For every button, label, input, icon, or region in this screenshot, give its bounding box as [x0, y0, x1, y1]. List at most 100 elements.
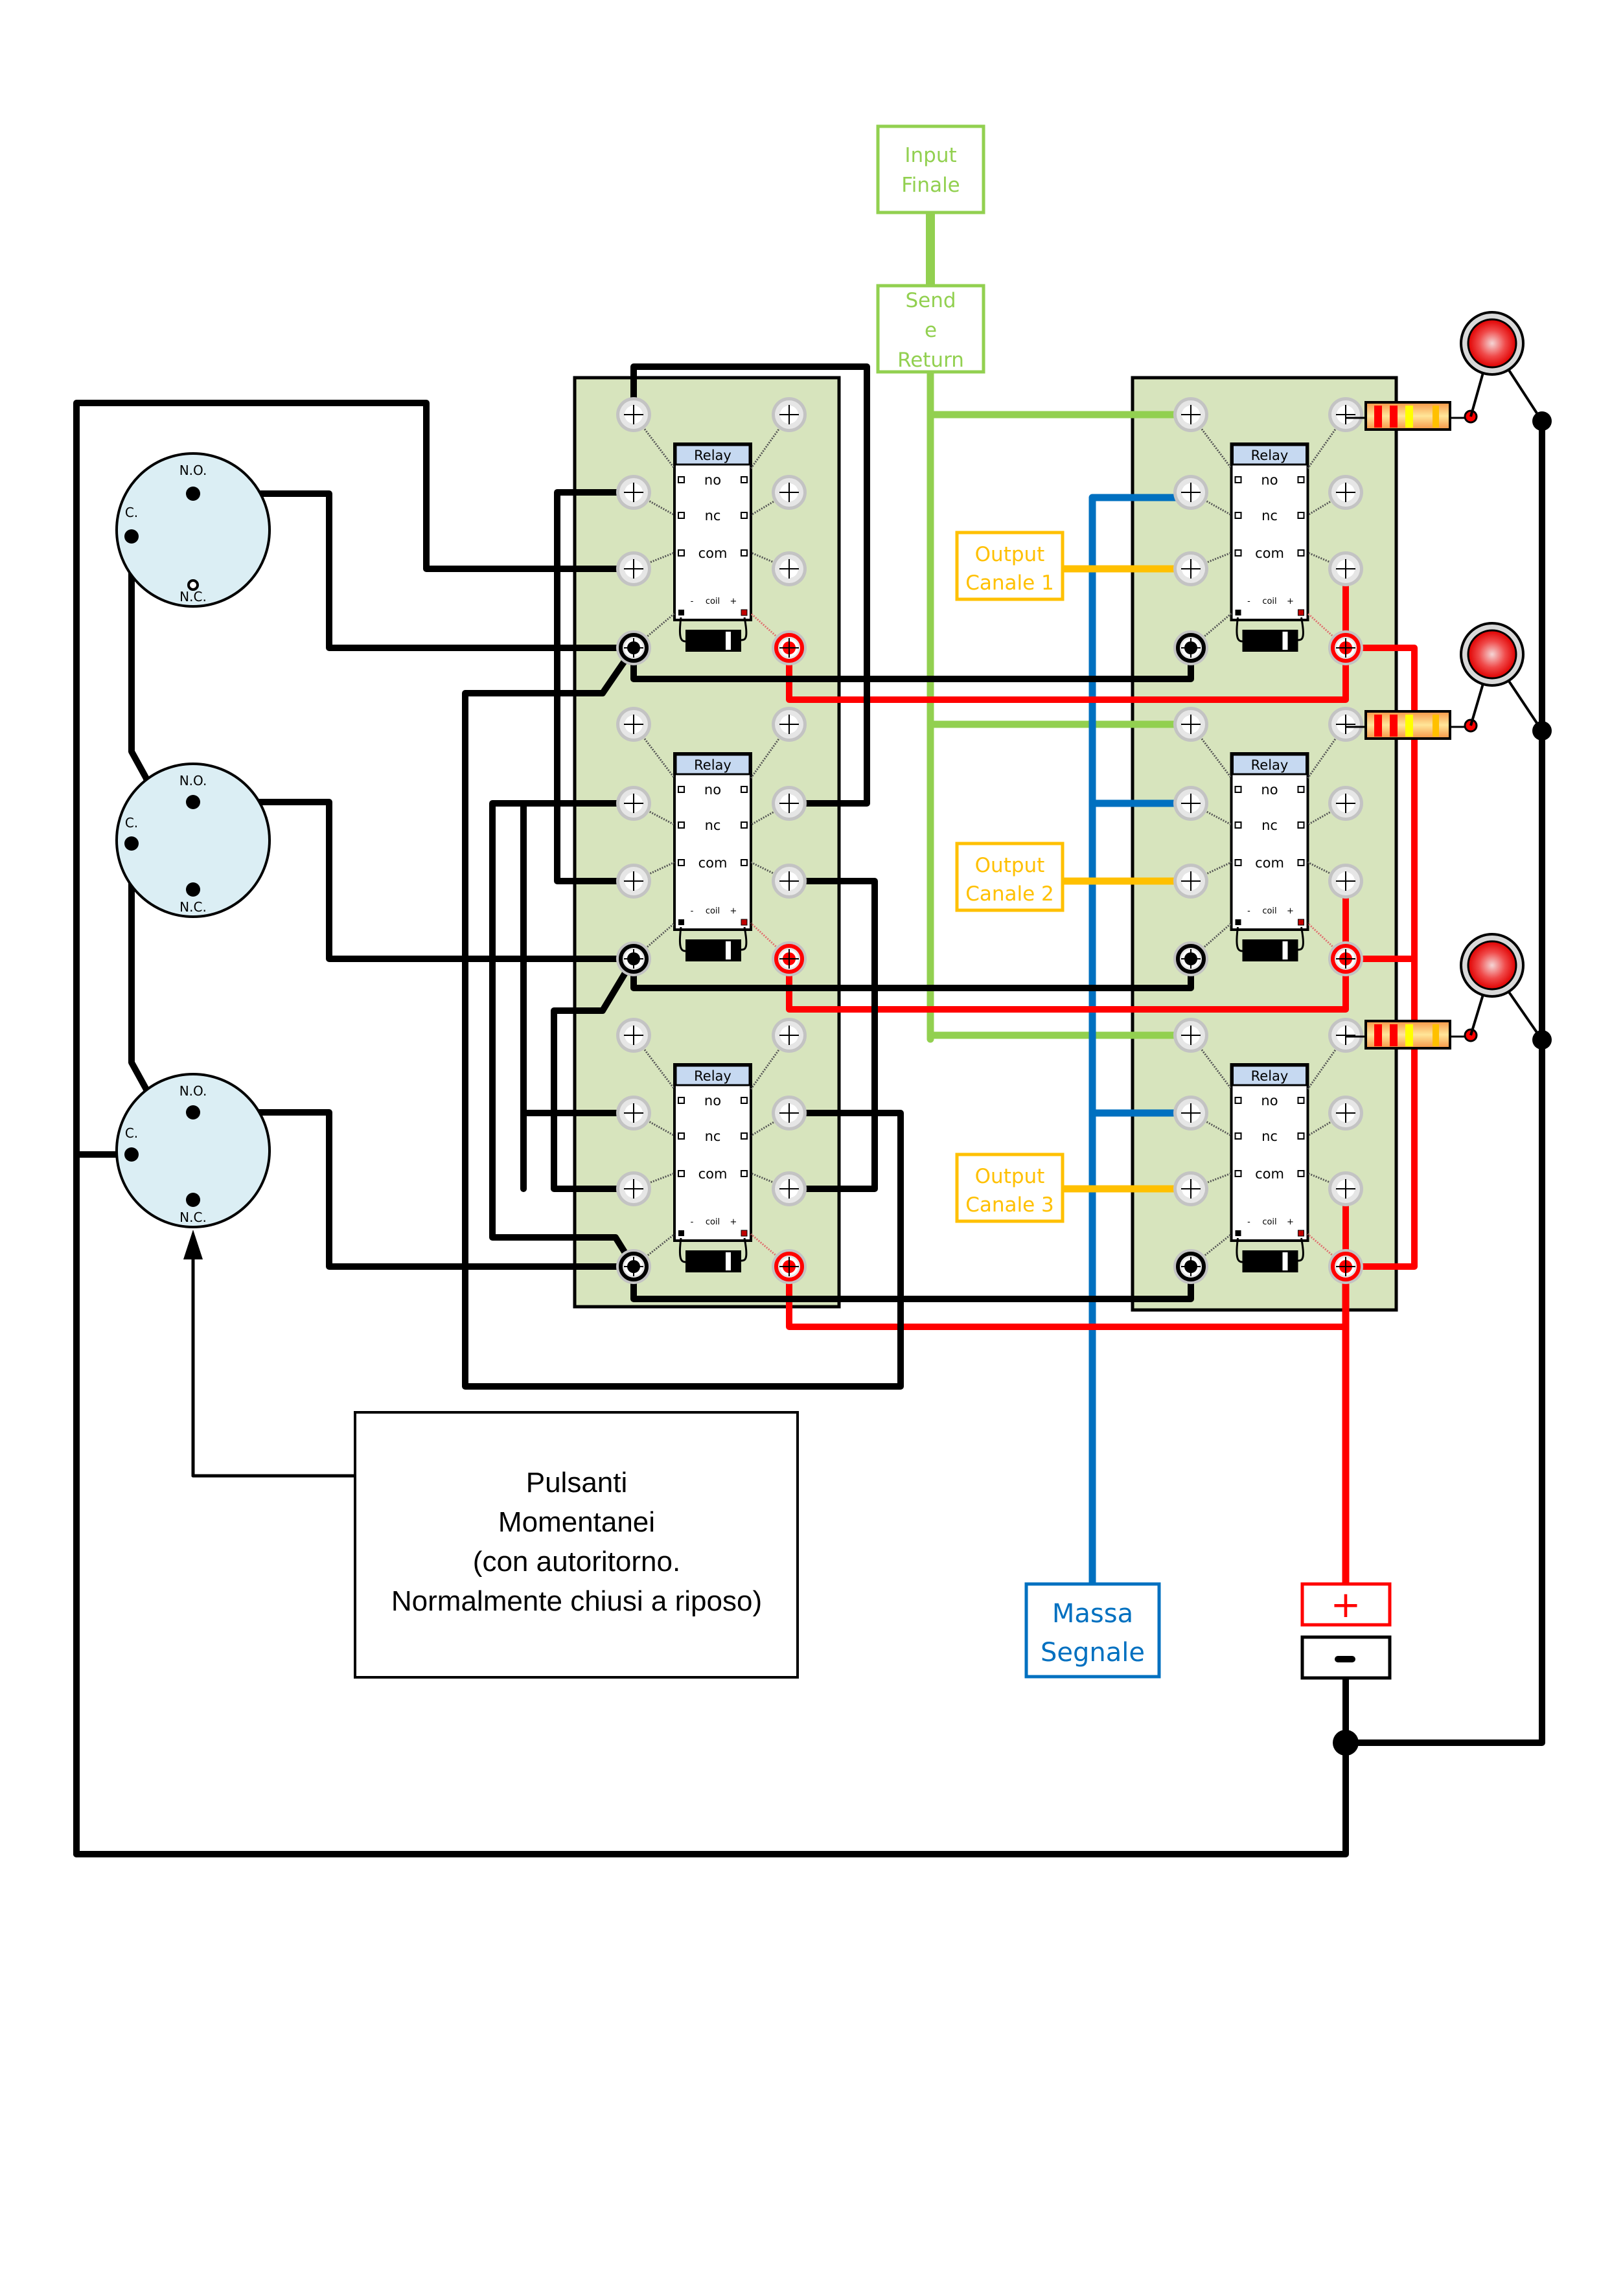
screw-terminal[interactable]: [1328, 1171, 1363, 1206]
screw-terminal[interactable]: [1173, 475, 1208, 510]
screw-terminal[interactable]: [772, 397, 807, 432]
screw-terminal[interactable]: [616, 1096, 651, 1131]
screw-terminal[interactable]: [1173, 1171, 1208, 1206]
screw-terminal[interactable]: [616, 1171, 651, 1206]
coil-minus-label: -: [691, 906, 694, 916]
terminal-black-ring: [1176, 944, 1206, 974]
output-canale-3-label-box: [955, 1153, 1065, 1223]
screw-terminal[interactable]: [1328, 1018, 1363, 1053]
screw-terminal[interactable]: [772, 1018, 807, 1053]
coil-plus-label: +: [1287, 597, 1294, 606]
led-leg: [1469, 681, 1485, 726]
flyback-diode: [1242, 1250, 1298, 1272]
screw-terminal[interactable]: [1328, 551, 1363, 586]
screw-terminal[interactable]: [772, 1171, 807, 1206]
relay-pin-pad-right: [1297, 549, 1305, 557]
coil-negative-terminal[interactable]: [1173, 1249, 1208, 1284]
screw-terminal[interactable]: [1328, 475, 1363, 510]
screw-terminal[interactable]: [1328, 397, 1363, 432]
resistor-band: [1405, 406, 1413, 428]
wire-coil-plus: [786, 956, 1349, 1013]
coil-positive-terminal[interactable]: [1328, 1249, 1363, 1284]
pulsanti-note-line: Pulsanti: [526, 1467, 628, 1498]
relay-pin-pad-left: [678, 476, 685, 483]
switch-2[interactable]: N.O.C.N.C.: [115, 763, 271, 918]
relay-lead: [750, 861, 790, 882]
screw-terminal[interactable]: [772, 707, 807, 742]
screw-terminal[interactable]: [1328, 1096, 1363, 1131]
led-leg: [1507, 990, 1543, 1041]
coil-positive-terminal[interactable]: [772, 630, 807, 665]
led-leg: [1469, 370, 1485, 417]
relay-pin-com: com: [698, 545, 728, 561]
send-return-label-line: Return: [897, 349, 964, 372]
screw-terminal[interactable]: [1173, 1096, 1208, 1131]
screw-terminal[interactable]: [616, 786, 651, 821]
diode-lead: [741, 1237, 748, 1262]
coil-negative-terminal[interactable]: [616, 1249, 651, 1284]
flyback-diode: [685, 630, 741, 652]
coil-positive-terminal[interactable]: [1328, 630, 1363, 665]
coil-positive-terminal[interactable]: [772, 941, 807, 976]
wire-coil-minus-feed: [462, 645, 904, 1390]
arrow-up-icon: [183, 1230, 203, 1259]
screw-terminal[interactable]: [616, 707, 651, 742]
coil-negative-terminal[interactable]: [616, 941, 651, 976]
output-canale-3-label-line: Output: [975, 1165, 1045, 1188]
screw-terminal[interactable]: [772, 475, 807, 510]
output-canale-2-label-line: Canale 2: [965, 882, 1054, 906]
screw-terminal[interactable]: [1173, 864, 1208, 899]
screw-terminal[interactable]: [616, 1018, 651, 1053]
resistor-band: [1390, 406, 1398, 428]
coil-positive-terminal[interactable]: [772, 1249, 807, 1284]
screw-terminal[interactable]: [616, 397, 651, 432]
screw-terminal[interactable]: [772, 551, 807, 586]
coil-minus-pad: [678, 919, 684, 925]
output-canale-2-label-box: [955, 842, 1065, 912]
relay-pin-pad-left: [1234, 1170, 1242, 1177]
resistor-band: [1405, 715, 1413, 737]
relay-pin-pad-left: [678, 859, 685, 866]
relay-pin-pad-left: [678, 512, 685, 519]
screw-terminal[interactable]: [1328, 864, 1363, 899]
junction-dot: [1333, 1730, 1359, 1756]
screw-terminal[interactable]: [1173, 786, 1208, 821]
screw-terminal[interactable]: [1328, 786, 1363, 821]
screw-terminal[interactable]: [772, 1096, 807, 1131]
pulsanti-note-line: Momentanei: [498, 1506, 655, 1538]
switch-3[interactable]: N.O.C.N.C.: [115, 1073, 271, 1228]
screw-terminal[interactable]: [1328, 707, 1363, 742]
screw-terminal[interactable]: [772, 864, 807, 899]
coil-label: coil: [1262, 906, 1276, 916]
switch-c-contact: [124, 836, 139, 851]
send-return-label-line: e: [925, 319, 937, 342]
wire-common-loop: [73, 400, 637, 1857]
relay-pin-no: no: [704, 782, 721, 798]
resistor-band: [1433, 715, 1439, 737]
screw-terminal[interactable]: [616, 864, 651, 899]
screw-terminal[interactable]: [1173, 397, 1208, 432]
screw-terminal[interactable]: [1173, 707, 1208, 742]
coil-negative-terminal[interactable]: [1173, 941, 1208, 976]
flyback-diode: [685, 939, 741, 961]
switch-1[interactable]: N.O.C.N.C.: [115, 452, 271, 608]
terminal-black-ring: [1176, 1252, 1206, 1281]
coil-negative-terminal[interactable]: [1173, 630, 1208, 665]
relay-pin-pad-left: [1234, 1097, 1242, 1104]
coil-plus-label: +: [730, 906, 737, 916]
resistor-band: [1390, 1024, 1398, 1046]
relay-pin-com: com: [698, 855, 728, 871]
screw-terminal[interactable]: [1173, 551, 1208, 586]
screw-terminal[interactable]: [616, 475, 651, 510]
coil-plus-label: +: [1287, 906, 1294, 916]
screw-terminal[interactable]: [616, 551, 651, 586]
screw-terminal[interactable]: [772, 786, 807, 821]
coil-positive-terminal[interactable]: [1328, 941, 1363, 976]
led-1: [1346, 311, 1552, 431]
screw-terminal[interactable]: [1173, 1018, 1208, 1053]
coil-negative-terminal[interactable]: [616, 630, 651, 665]
